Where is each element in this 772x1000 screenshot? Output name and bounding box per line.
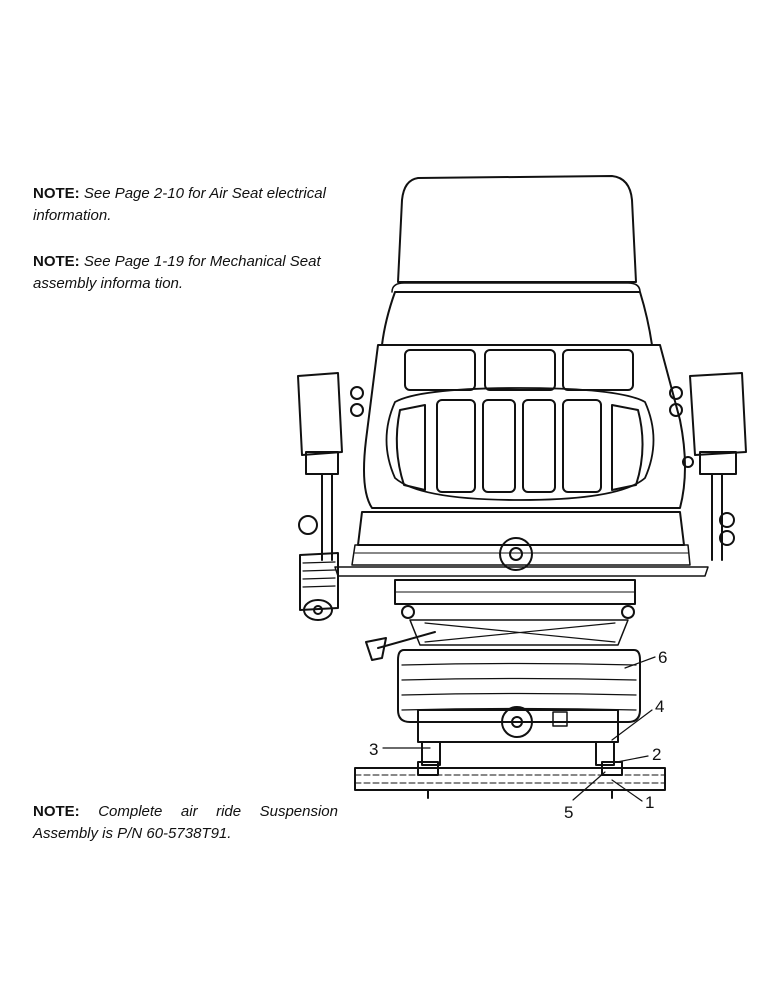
leader-line-2 xyxy=(616,755,649,763)
adjuster-end xyxy=(313,605,323,615)
slide-bolt xyxy=(621,605,635,619)
adjuster-coil xyxy=(302,585,336,588)
leader-line-1 xyxy=(611,779,643,802)
adjuster-housing xyxy=(299,552,339,611)
scissor-link xyxy=(424,622,616,643)
callout-5: 5 xyxy=(564,803,573,822)
note-mechanical-seat: NOTE: See Page 1-19 for Mechanical Seat … xyxy=(33,251,363,295)
left-pivot-bolt xyxy=(350,403,364,417)
lumbar-side-panel xyxy=(611,404,644,491)
note-label: NOTE: xyxy=(33,803,80,820)
recline-knob-center xyxy=(509,547,523,561)
seat-cushion xyxy=(357,511,685,546)
floor-rail xyxy=(354,767,666,791)
seat-trim xyxy=(351,544,691,566)
callout-1: 1 xyxy=(645,793,654,812)
leader-line-4 xyxy=(611,709,653,741)
back-panel xyxy=(484,349,556,391)
back-panel xyxy=(562,349,634,391)
lumbar-panel xyxy=(482,399,516,493)
slide-bolt xyxy=(401,605,415,619)
right-side-bolt xyxy=(719,530,735,546)
callout-6: 6 xyxy=(658,648,667,667)
height-lever xyxy=(377,631,436,649)
adjuster-coil xyxy=(302,577,336,580)
lumbar-side-panel xyxy=(395,404,426,491)
callout-4: 4 xyxy=(655,697,664,716)
lumbar-frame xyxy=(385,387,655,501)
recline-knob xyxy=(499,537,533,571)
note-label: NOTE: xyxy=(33,253,80,270)
note-suspension-assembly: NOTE: Complete air ride Suspension Assem… xyxy=(33,801,338,845)
note-air-seat-electrical: NOTE: See Page 2-10 for Air Seat electri… xyxy=(33,183,363,227)
bellows-fold xyxy=(401,662,637,666)
lumbar-panel xyxy=(562,399,602,493)
note-text: See Page 2-10 for Air Seat electrical in… xyxy=(33,185,326,224)
bellows-fold xyxy=(401,692,637,696)
right-side-bolt xyxy=(682,456,694,468)
adjuster-end xyxy=(303,599,333,621)
right-armrest-support xyxy=(699,451,737,475)
leader-line-5 xyxy=(572,771,606,801)
ride-adjust-knob xyxy=(501,706,533,738)
floor-nut xyxy=(417,761,439,776)
air-bellows xyxy=(397,649,641,723)
adjuster-coil xyxy=(302,569,336,572)
bellows-fold xyxy=(401,677,637,681)
lumbar-panel xyxy=(522,399,556,493)
base-label xyxy=(552,711,568,727)
lever-handle xyxy=(365,637,387,661)
right-pivot-bolt xyxy=(669,403,683,417)
left-mount-bracket xyxy=(421,741,441,766)
back-panel xyxy=(404,349,476,391)
backrest xyxy=(363,344,686,509)
note-text: See Page 1-19 for Mechanical Seat assemb… xyxy=(33,253,321,292)
upper-back-cushion xyxy=(381,291,653,346)
knob xyxy=(298,515,318,535)
ride-adjust-knob-center xyxy=(511,716,523,728)
lumbar-panel xyxy=(436,399,476,493)
left-armrest xyxy=(297,372,343,456)
callout-2: 2 xyxy=(652,745,661,764)
leader-line-6 xyxy=(624,656,656,669)
headrest-stitch xyxy=(391,282,641,293)
note-text: Complete air ride Suspension Assembly is… xyxy=(33,803,338,842)
headrest xyxy=(397,175,637,283)
callout-3: 3 xyxy=(369,740,378,759)
right-pivot-bolt xyxy=(669,386,683,400)
floor-nut xyxy=(601,761,623,776)
suspension-base xyxy=(417,709,619,743)
right-armrest xyxy=(689,372,747,456)
note-label: NOTE: xyxy=(33,185,80,202)
right-side-bolt xyxy=(719,512,735,528)
left-pivot-bolt xyxy=(350,386,364,400)
adjuster-coil xyxy=(302,561,336,564)
right-mount-bracket xyxy=(595,741,615,766)
